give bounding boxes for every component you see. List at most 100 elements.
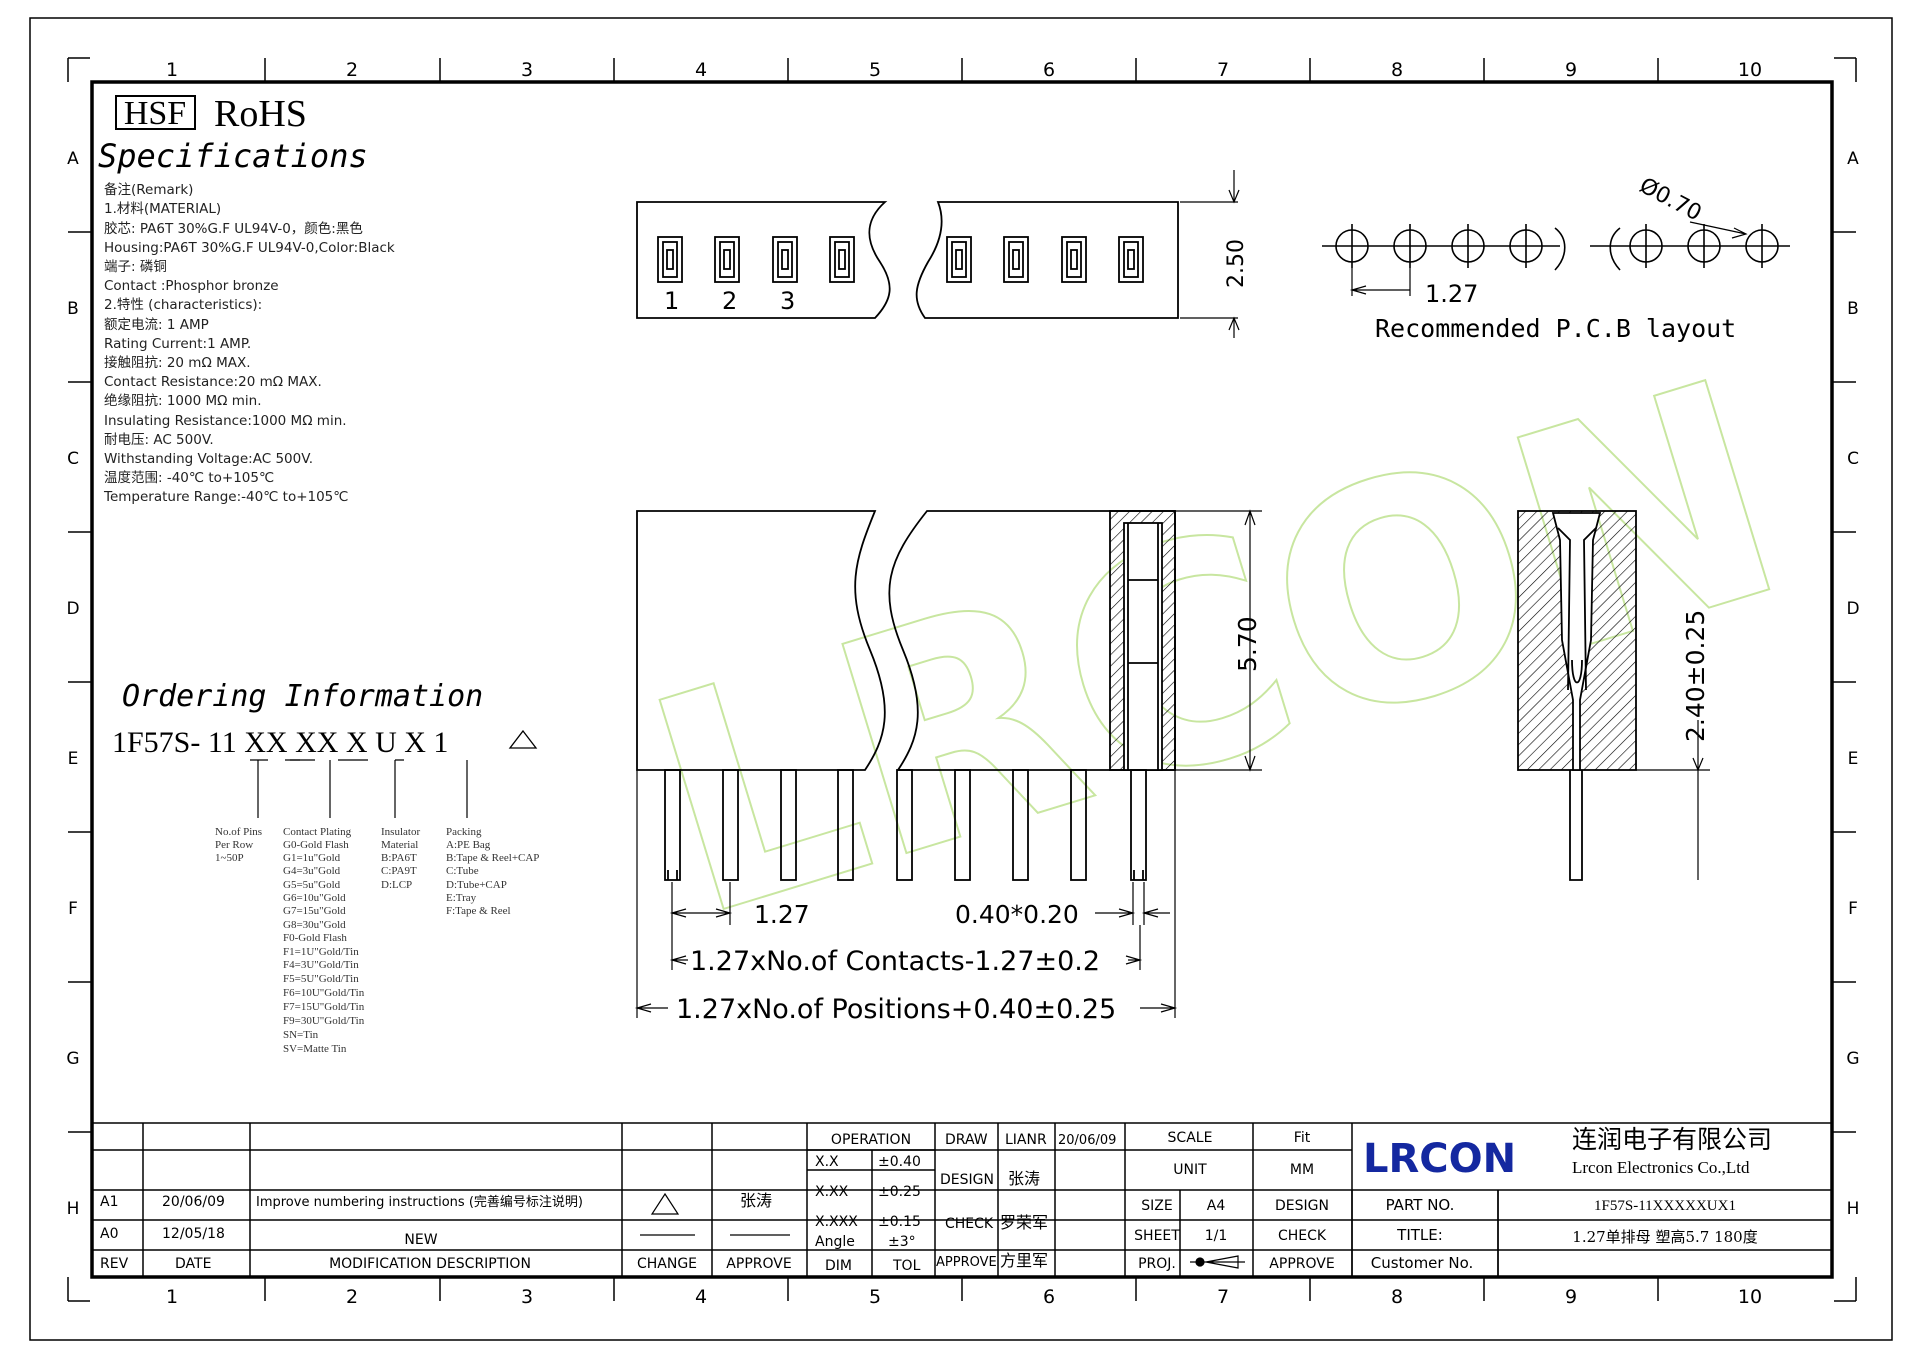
tol-value: ±0.25 xyxy=(878,1184,921,1200)
role-name: 张涛 xyxy=(1008,1169,1040,1188)
tol-operation: OPERATION xyxy=(831,1132,911,1148)
sheet-value: 1/1 xyxy=(1205,1228,1228,1244)
zone-column-labels: 1 2 3 4 5 6 7 8 9 10 1 2 3 4 5 6 7 8 9 1… xyxy=(166,59,1762,1308)
pcb-pitch: 1.27 xyxy=(1425,280,1478,308)
front-view-pins xyxy=(664,769,1147,881)
scale-value: Fit xyxy=(1294,1130,1311,1146)
role-label: APPROVE xyxy=(936,1255,997,1270)
pin-number: 1 xyxy=(664,287,679,315)
spec-line: 胶芯: PA6T 30%G.F UL94V-0，颜色:黑色 xyxy=(104,220,363,237)
role-name: 方里军 xyxy=(1000,1251,1048,1270)
tol-dim-value: X.XX xyxy=(815,1184,849,1200)
role-name: 罗荣军 xyxy=(1000,1213,1048,1232)
row-label-left: A xyxy=(67,149,79,169)
design-label: DESIGN xyxy=(1275,1198,1329,1214)
row-label-right: G xyxy=(1846,1049,1859,1069)
spec-line: Insulating Resistance:1000 MΩ min. xyxy=(104,413,347,429)
tol-tol-header: TOL xyxy=(892,1258,921,1274)
row-label-right: A xyxy=(1847,149,1859,169)
rev-date-cell: 12/05/18 xyxy=(162,1226,225,1242)
row-label-right: B xyxy=(1847,299,1859,319)
rev-header-change: CHANGE xyxy=(637,1256,697,1272)
hsf-label: HSF xyxy=(124,95,186,132)
pcb-layout xyxy=(1322,221,1790,296)
role-name: LIANR xyxy=(1005,1132,1047,1148)
note-packing: E:Tray xyxy=(446,892,477,904)
size-label: SIZE xyxy=(1141,1198,1172,1214)
approve-label: APPROVE xyxy=(1269,1256,1334,1272)
rev-desc-cell: NEW xyxy=(404,1232,437,1248)
row-label-left: D xyxy=(66,599,79,619)
rohs-label: RoHS xyxy=(214,93,307,135)
revision-table: A1 20/06/09 Improve numbering instructio… xyxy=(100,1191,792,1272)
note-packing: D:Tube+CAP xyxy=(446,879,507,891)
note-packing: F:Tape & Reel xyxy=(446,905,511,917)
dim-side: 2.40±0.25 xyxy=(1681,610,1710,742)
row-label-right: D xyxy=(1846,599,1859,619)
dim-pin-section: 0.40*0.20 xyxy=(955,900,1079,929)
tolerance-table: OPERATION X.X ±0.40 X.XX ±0.25 X.XXX ±0.… xyxy=(815,1132,921,1274)
tol-value: ±0.15 xyxy=(878,1214,921,1230)
col-label-top: 5 xyxy=(869,59,881,81)
dim-height-top: 2.50 xyxy=(1224,239,1249,288)
title-block-grid xyxy=(92,1122,1832,1277)
col-label-bottom: 3 xyxy=(521,1286,533,1308)
pin-number: 3 xyxy=(780,287,795,315)
tol-dim-value: Angle xyxy=(815,1234,855,1250)
scale-label: SCALE xyxy=(1168,1130,1213,1146)
role-label: CHECK xyxy=(945,1216,994,1232)
col-label-top: 9 xyxy=(1565,59,1577,81)
col-label-top: 10 xyxy=(1738,59,1762,81)
spec-line: 绝缘阻抗: 1000 MΩ min. xyxy=(104,393,262,409)
rev-header-approve: APPROVE xyxy=(726,1256,791,1272)
note-plating: G0-Gold Flash xyxy=(283,839,349,851)
col-label-bottom: 6 xyxy=(1043,1286,1055,1308)
roles-table: DRAW LIANR 20/06/09 DESIGN 张涛 CHECK 罗荣军 … xyxy=(936,1132,1116,1270)
col-label-bottom: 2 xyxy=(346,1286,358,1308)
row-label-left: E xyxy=(68,749,79,769)
note-plating: F6=10U"Gold/Tin xyxy=(283,987,365,999)
proj-label: PROJ. xyxy=(1138,1256,1176,1272)
row-label-left: G xyxy=(66,1049,79,1069)
note-packing: B:Tape & Reel+CAP xyxy=(446,852,539,864)
rev-desc-cell: Improve numbering instructions (完善编号标注说明… xyxy=(256,1194,583,1210)
rev-header-desc: MODIFICATION DESCRIPTION xyxy=(329,1256,531,1272)
spec-line: 端子: 磷铜 xyxy=(104,259,167,275)
note-pins: Per Row xyxy=(215,839,253,851)
rev-header-date: DATE xyxy=(175,1256,211,1272)
note-plating: F9=30U"Gold/Tin xyxy=(283,1015,365,1027)
dim-pitch: 1.27 xyxy=(754,900,810,929)
col-label-bottom: 4 xyxy=(695,1286,707,1308)
col-label-bottom: 8 xyxy=(1391,1286,1403,1308)
tol-value: ±3° xyxy=(888,1234,916,1250)
sheet-info: SCALE Fit UNIT MM SIZE A4 DESIGN SHEET 1… xyxy=(1134,1130,1335,1272)
role-date: 20/06/09 xyxy=(1058,1133,1116,1148)
title-label: TITLE: xyxy=(1396,1226,1443,1244)
row-label-right: C xyxy=(1847,449,1859,469)
specs-list: 备注(Remark) 1.材料(MATERIAL) 胶芯: PA6T 30%G.… xyxy=(103,181,395,505)
note-plating: SN=Tin xyxy=(283,1029,319,1041)
rev-header-rev: REV xyxy=(100,1256,129,1272)
side-view xyxy=(1517,510,1710,881)
tol-dim-header: DIM xyxy=(825,1258,852,1274)
top-view-pin-cavities xyxy=(657,236,1144,283)
pcb-caption: Recommended P.C.B layout xyxy=(1375,314,1736,343)
spec-line: Withstanding Voltage:AC 500V. xyxy=(104,451,313,467)
col-label-top: 7 xyxy=(1217,59,1229,81)
col-label-top: 3 xyxy=(521,59,533,81)
col-label-bottom: 1 xyxy=(166,1286,178,1308)
note-insulator: Insulator xyxy=(381,826,420,838)
top-view xyxy=(636,170,1240,338)
note-packing: A:PE Bag xyxy=(446,839,491,851)
front-view xyxy=(634,509,1262,1018)
pcb-hole-diameter: Ø0.70 xyxy=(1635,173,1705,226)
part-no-label: PART NO. xyxy=(1386,1196,1455,1214)
tol-dim-value: X.X xyxy=(815,1154,839,1170)
note-packing: C:Tube xyxy=(446,865,479,877)
spec-line: 接触阻抗: 20 mΩ MAX. xyxy=(104,354,251,371)
revision-triangle-icon xyxy=(650,1192,680,1215)
row-label-left: B xyxy=(67,299,79,319)
note-plating: G1=1u"Gold xyxy=(283,852,341,864)
sheet-border xyxy=(29,17,1893,1341)
row-label-right: F xyxy=(1848,899,1858,919)
